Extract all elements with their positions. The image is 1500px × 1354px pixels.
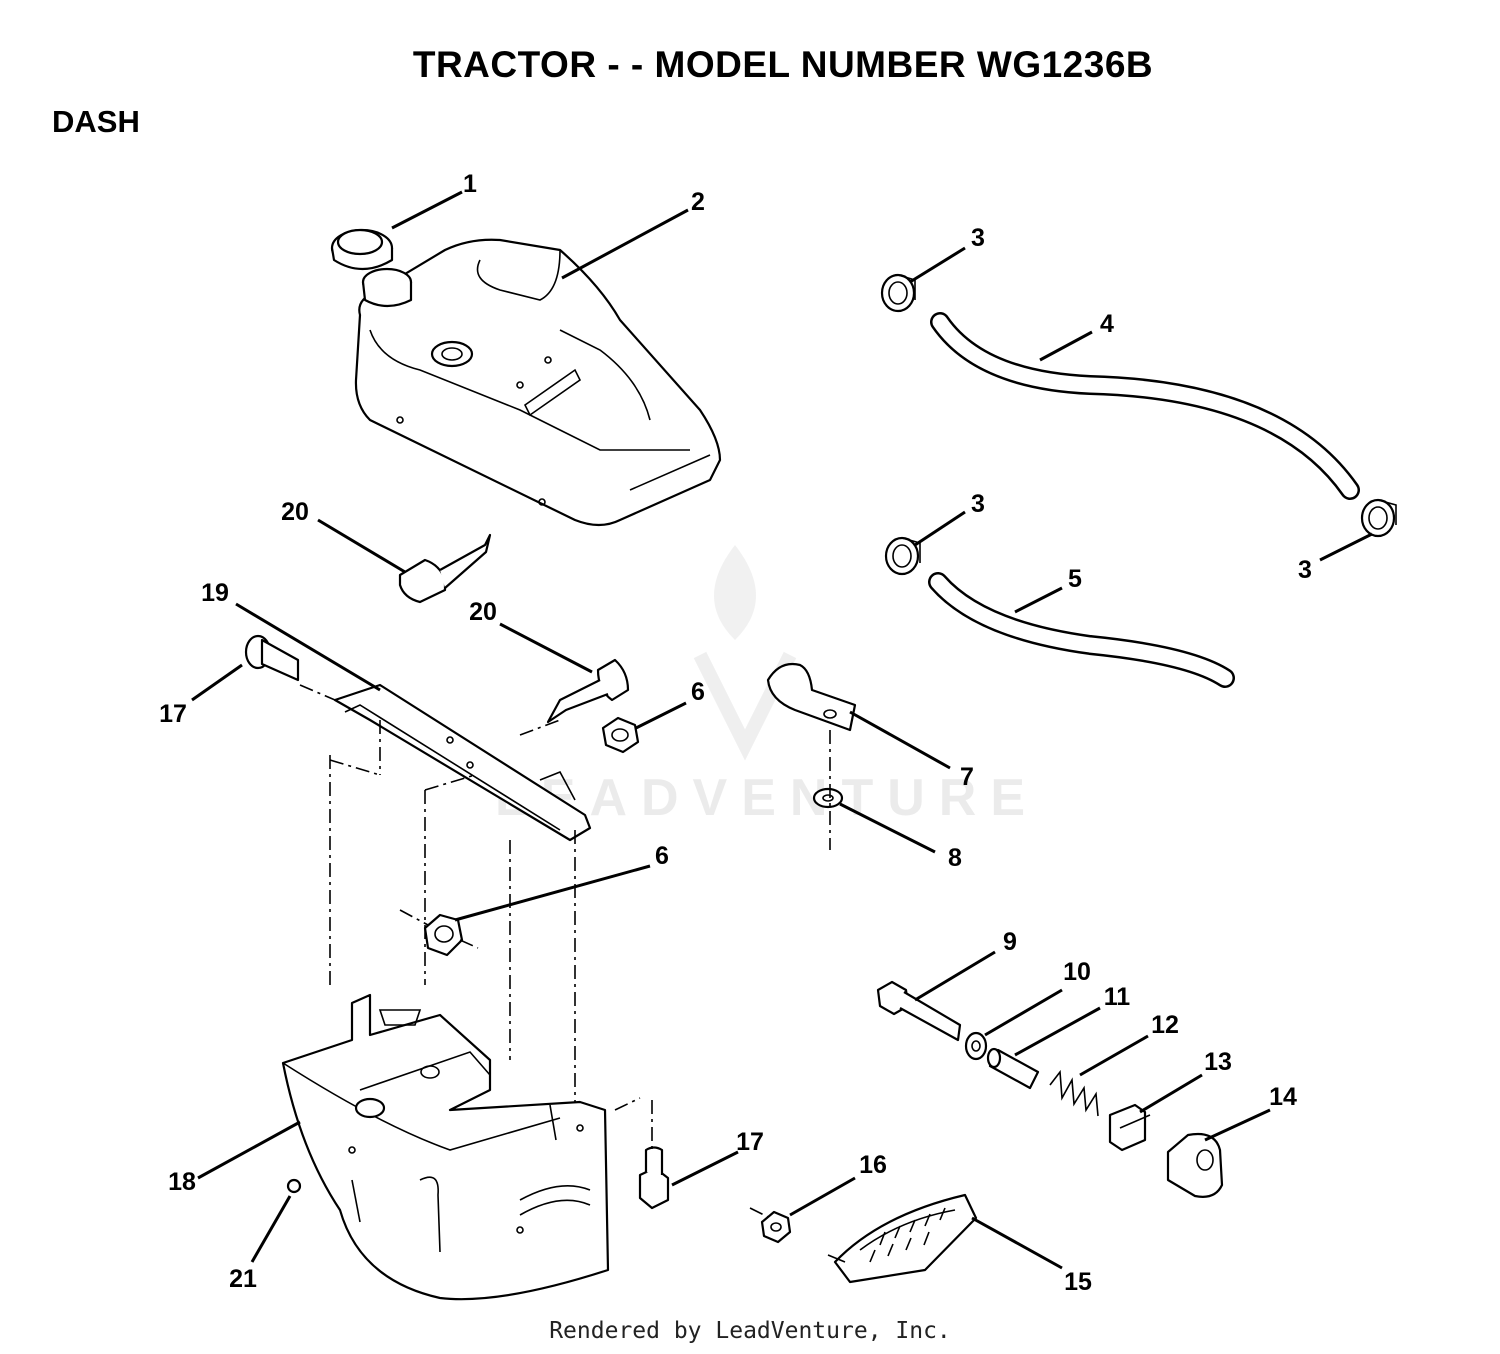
callout-18: 18 <box>168 1168 196 1196</box>
part-washer-small <box>964 988 1063 1061</box>
callout-labels: 1 2 3 4 3 3 5 20 19 20 6 17 7 8 6 9 10 1… <box>159 170 1312 1296</box>
footer-credit: Rendered by LeadVenture, Inc. <box>549 1318 951 1344</box>
part-spacer <box>986 1006 1101 1090</box>
callout-16: 16 <box>859 1151 887 1179</box>
callout-6b: 6 <box>655 842 669 870</box>
part-pin <box>250 1178 302 1263</box>
part-bolt-a <box>191 634 300 702</box>
part-nut-a <box>601 701 687 754</box>
part-latch <box>1108 1073 1203 1152</box>
callout-8: 8 <box>948 844 962 872</box>
callout-20b: 20 <box>469 598 497 626</box>
callout-17a: 17 <box>159 700 187 728</box>
callout-21: 21 <box>229 1265 257 1293</box>
part-fuel-tank <box>354 208 722 527</box>
part-bracket <box>235 602 592 842</box>
part-dash-panel <box>197 993 610 1301</box>
part-hose-clamp-a <box>880 246 966 313</box>
section-heading: DASH <box>52 104 140 139</box>
callout-11: 11 <box>1104 983 1131 1011</box>
part-quadrant-plate <box>827 1193 1063 1284</box>
callout-1: 1 <box>463 170 477 198</box>
callout-10: 10 <box>1063 958 1091 986</box>
callout-7: 7 <box>960 763 974 791</box>
part-cam <box>1166 1108 1271 1198</box>
part-screw-b <box>499 622 630 724</box>
callout-17b: 17 <box>736 1128 764 1156</box>
part-fuel-line-long <box>930 312 1360 500</box>
part-hose-clamp-b <box>884 510 966 576</box>
callout-3b: 3 <box>971 490 985 518</box>
callout-4: 4 <box>1100 310 1114 338</box>
callout-2: 2 <box>691 188 705 216</box>
callout-5: 5 <box>1068 565 1082 593</box>
part-nut-small <box>760 1176 856 1244</box>
part-washer <box>812 787 936 854</box>
page-title: TRACTOR - - MODEL NUMBER WG1236B <box>412 44 1154 85</box>
callout-14: 14 <box>1269 1083 1297 1111</box>
part-nut-b <box>423 864 651 957</box>
callout-9: 9 <box>1003 928 1017 956</box>
callout-15: 15 <box>1064 1268 1092 1296</box>
part-bolt-b <box>638 1146 739 1210</box>
part-cable-clip <box>766 662 951 770</box>
part-spring <box>1049 1034 1149 1117</box>
part-long-bolt <box>876 950 996 1042</box>
callout-19: 19 <box>201 579 229 607</box>
assembly-guide-lines <box>299 684 831 1219</box>
part-fuel-cap <box>330 190 463 270</box>
callout-3a: 3 <box>971 224 985 252</box>
callout-6a: 6 <box>691 678 705 706</box>
callout-3c: 3 <box>1298 556 1312 584</box>
callout-20a: 20 <box>281 498 309 526</box>
callout-13: 13 <box>1204 1048 1232 1076</box>
part-fuel-line-short <box>928 572 1235 688</box>
part-hose-clamp-c <box>1319 498 1397 562</box>
callout-12: 12 <box>1151 1011 1179 1039</box>
part-screw-a <box>317 518 492 604</box>
